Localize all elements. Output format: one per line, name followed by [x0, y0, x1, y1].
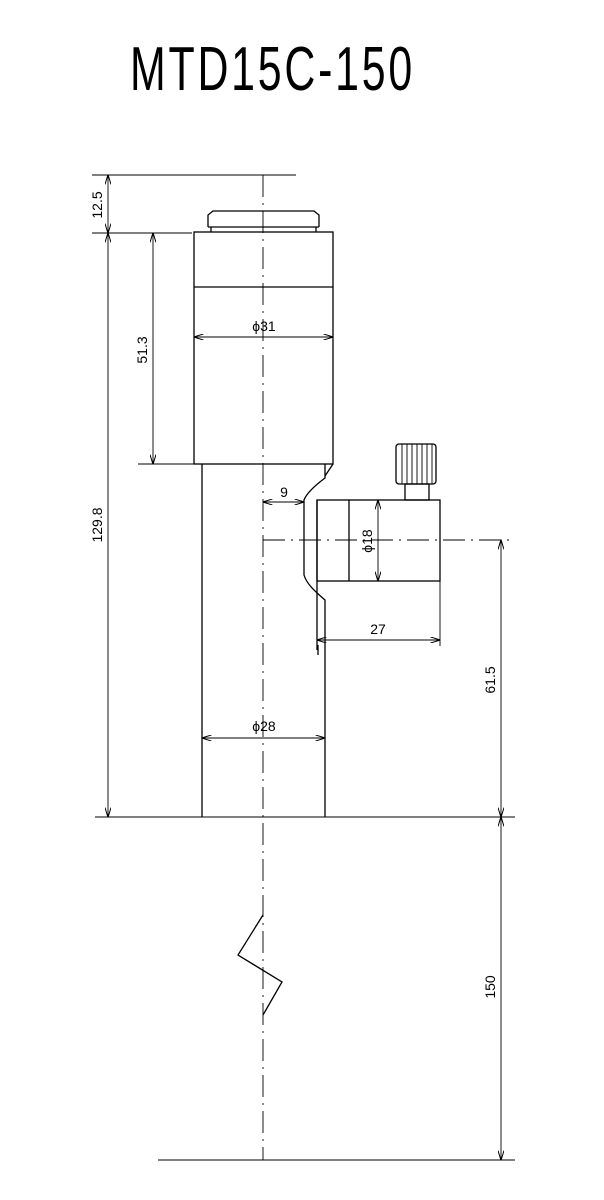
upper-body: [193, 231, 334, 465]
lower-tube: [201, 463, 334, 817]
dim-label-9: 9: [280, 484, 288, 500]
knurled-knob: [395, 443, 437, 501]
dim-label-12-5: 12.5: [89, 191, 105, 218]
dim-label-31: ϕ31: [252, 318, 276, 334]
dim-label-18: ϕ18: [359, 529, 375, 553]
dim-label-150: 150: [482, 975, 498, 999]
drawing-title: MTD15C-150: [130, 35, 415, 104]
dim-label-27: 27: [370, 621, 386, 637]
top-cap: [207, 210, 320, 232]
dim-label-129-8: 129.8: [89, 507, 105, 542]
dim-label-61-5: 61.5: [482, 666, 498, 693]
break-symbol: [237, 914, 283, 1016]
dim-label-51-3: 51.3: [134, 336, 150, 363]
dim-label-28: ϕ28: [252, 718, 276, 734]
